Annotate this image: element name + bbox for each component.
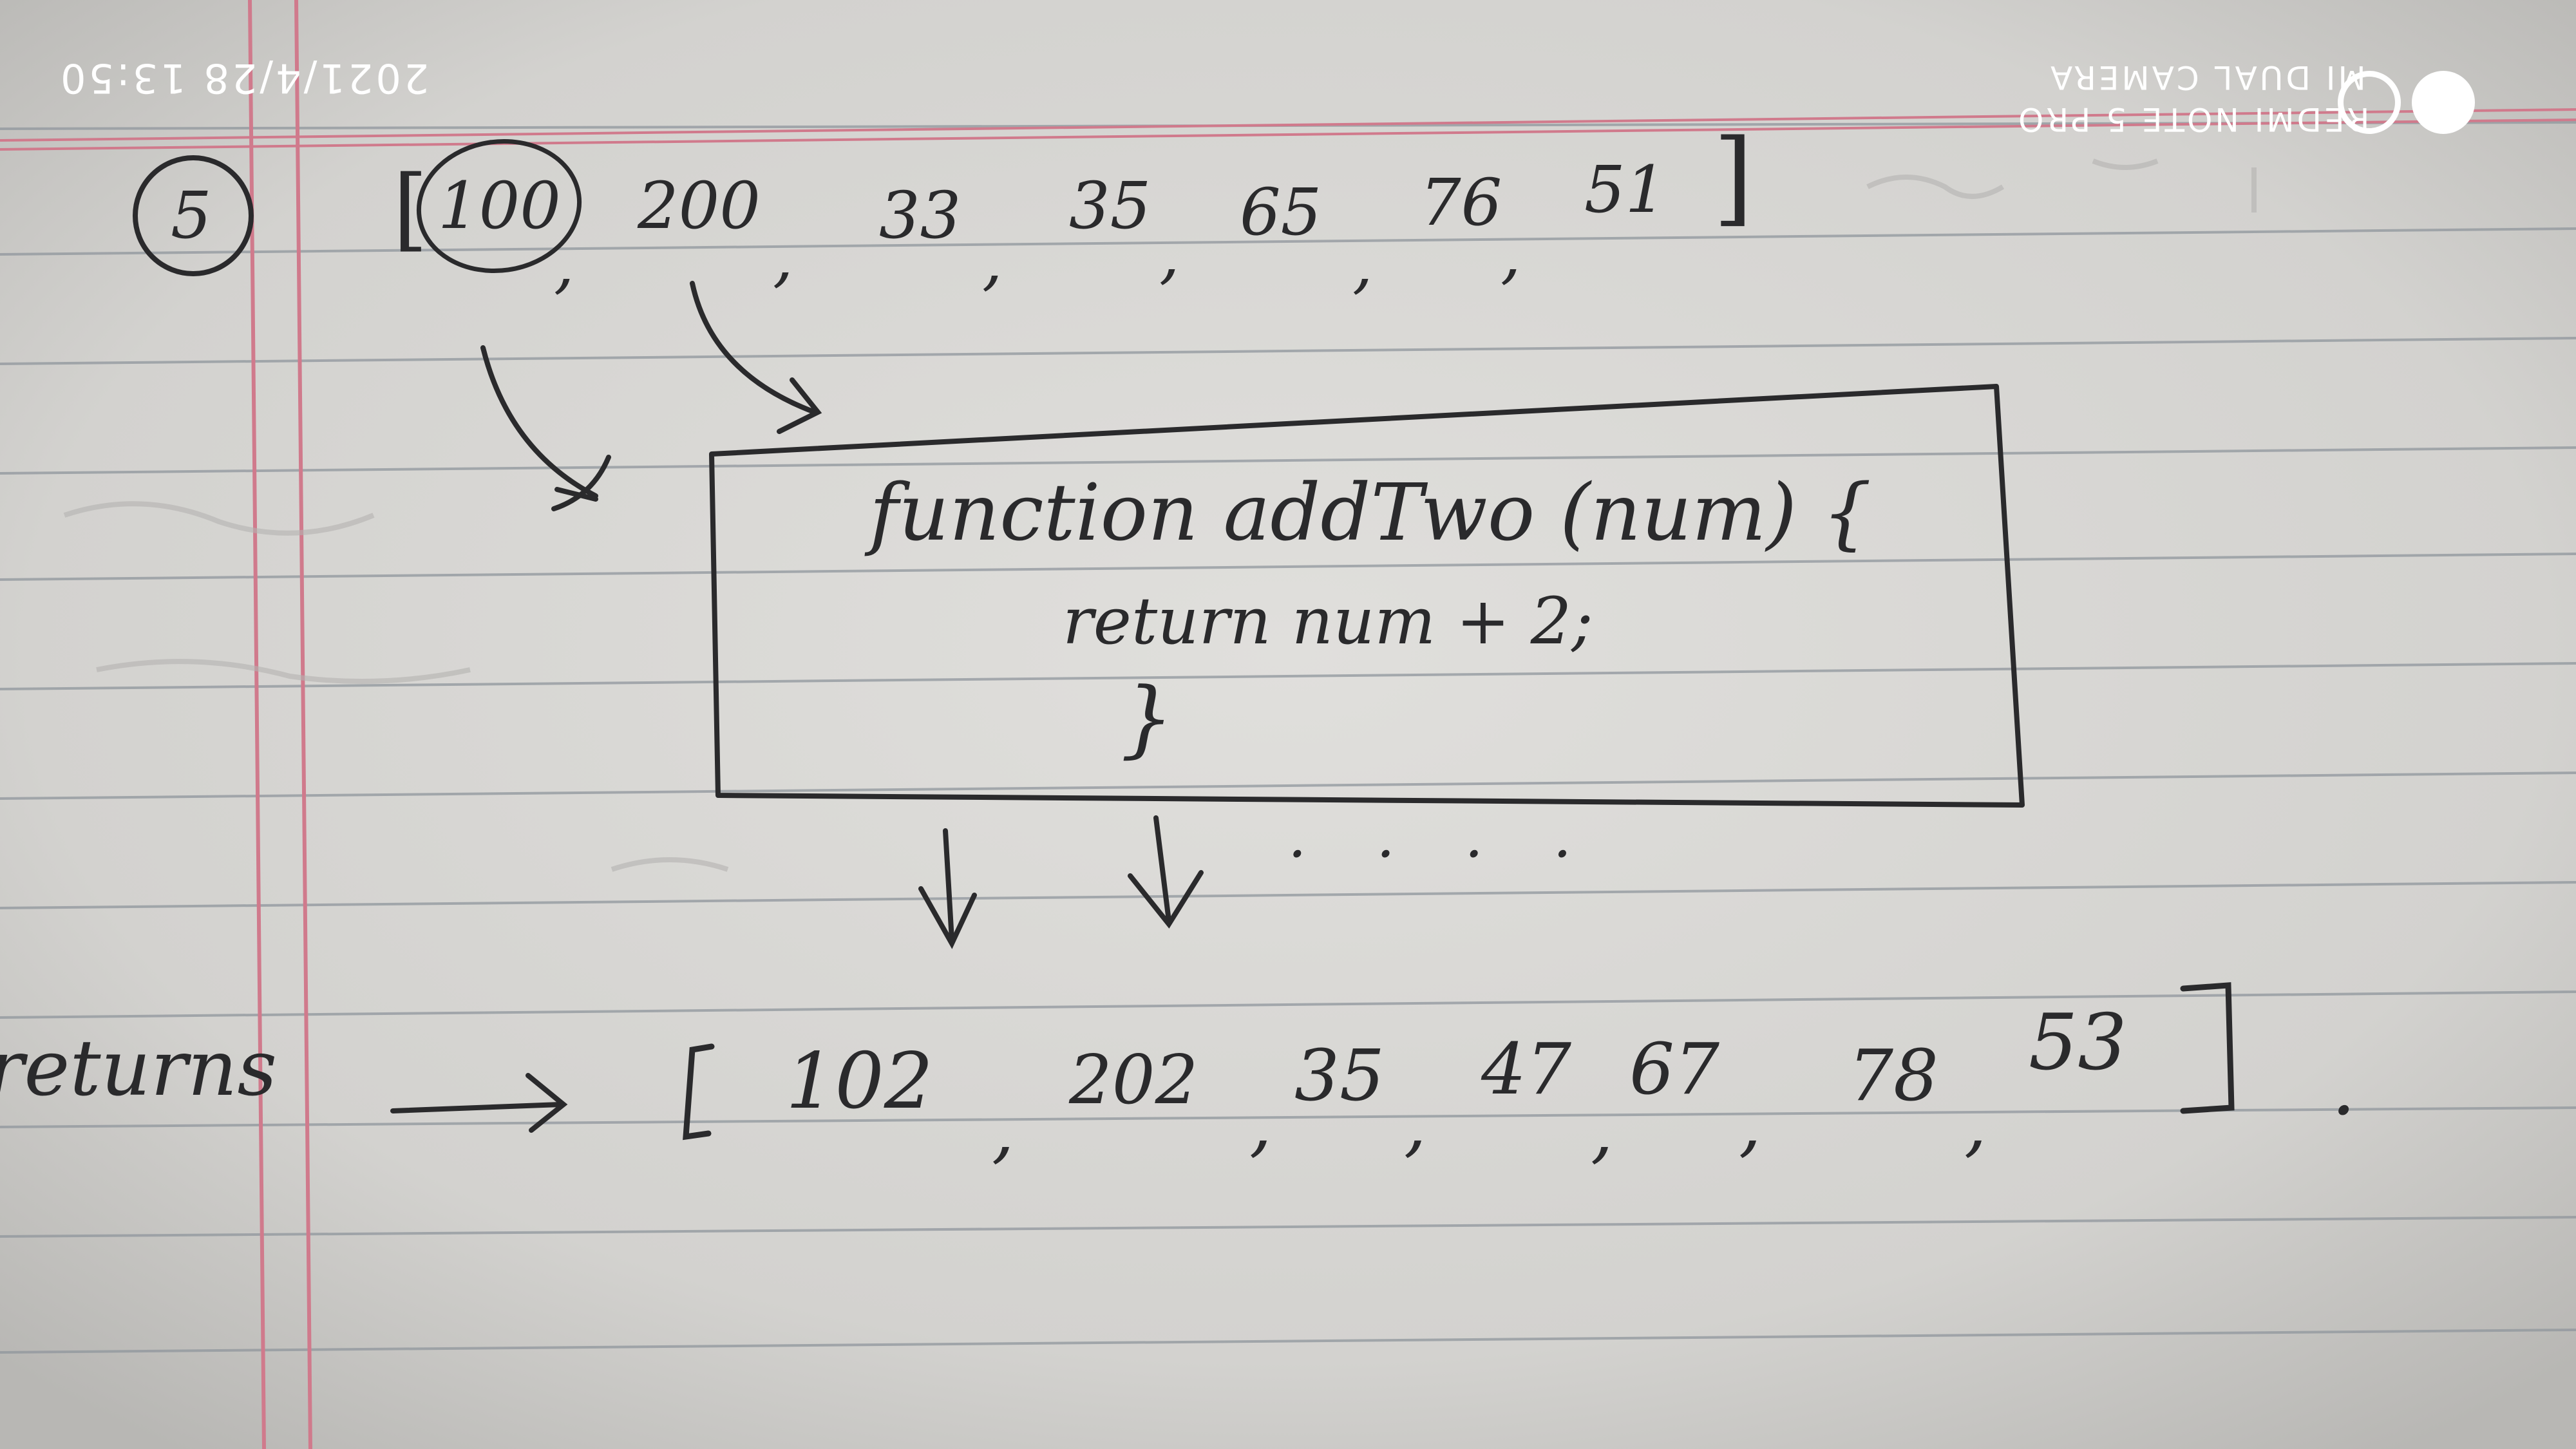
comma-mark: ,: [1739, 1083, 1761, 1165]
step-number-circle: [133, 155, 254, 276]
input-value: 33: [879, 178, 961, 253]
input-value: 100: [438, 168, 561, 243]
comma-mark: ,: [982, 223, 1003, 298]
output-arrow-icon-2: [1128, 815, 1204, 929]
ruled-lines: [0, 121, 2576, 1354]
input-value: 51: [1584, 152, 1667, 227]
output-value: 47: [1481, 1028, 1571, 1110]
step-number: 5: [171, 178, 212, 253]
comma-mark: ,: [773, 220, 793, 295]
output-bracket-strokes: [683, 982, 2235, 1141]
output-value: 202: [1069, 1041, 1198, 1119]
comma-mark: ,: [554, 226, 574, 301]
input-arrow-icon: [480, 345, 611, 511]
header-margin-lines: [0, 108, 2576, 151]
input-value: 35: [1069, 168, 1151, 243]
input-arrow-icon-2: [690, 281, 822, 434]
continuation-dots: . . . .: [1288, 803, 1598, 871]
comma-mark: ,: [992, 1089, 1014, 1171]
comma-mark: ,: [1501, 216, 1521, 292]
input-value: 200: [638, 168, 761, 243]
comma-mark: ,: [1159, 216, 1180, 292]
output-value: 67: [1629, 1028, 1719, 1110]
input-array-close-bracket: ]: [1713, 117, 1754, 237]
returns-label: returns: [0, 1024, 278, 1113]
lens-ring-icon: [2338, 71, 2401, 134]
left-margin-lines: [248, 0, 312, 1449]
function-return-line: return num + 2;: [1063, 583, 1593, 659]
function-signature: function addTwo (num) {: [869, 467, 1872, 558]
output-value: 78: [1848, 1034, 1938, 1117]
comma-mark: ,: [1964, 1083, 1987, 1165]
input-value: 76: [1420, 165, 1502, 240]
first-value-circle: [416, 138, 582, 274]
photo-camera-stamp: MI DUAL CAMERA: [2048, 59, 2366, 96]
lens-dot-icon: [2412, 71, 2475, 134]
photo-device-stamp: REDMI NOTE 5 PRO: [2016, 100, 2370, 138]
function-box: [709, 384, 2025, 808]
output-arrow-icon: [918, 828, 977, 949]
comma-mark: ,: [1404, 1083, 1426, 1165]
input-value: 65: [1240, 175, 1322, 250]
returns-arrow-icon: [390, 1073, 568, 1133]
photo-datetime-stamp: 2021/4/28 13:50: [58, 55, 430, 102]
output-value: 102: [786, 1037, 934, 1126]
input-array-open-bracket: [: [393, 156, 428, 261]
function-closing-brace: }: [1121, 669, 1174, 767]
output-value: 35: [1294, 1034, 1385, 1117]
comma-mark: ,: [1591, 1089, 1613, 1171]
dual-camera-icon: [2338, 71, 2576, 135]
comma-mark: ,: [1249, 1083, 1272, 1165]
trailing-dot: .: [2331, 1043, 2356, 1133]
bleed-through-ink: [63, 158, 2257, 872]
comma-mark: ,: [1352, 226, 1373, 301]
output-value: 53: [2029, 998, 2127, 1088]
